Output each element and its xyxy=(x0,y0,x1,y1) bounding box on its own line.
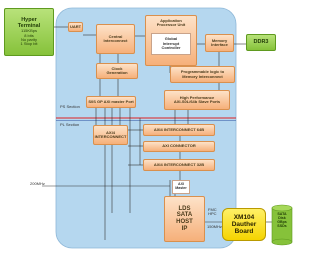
gp-master-port-label: S0S GP AXI master Port xyxy=(88,98,134,104)
axi-connector-block: AXI CONNECTOR xyxy=(143,141,215,152)
ddr3-block: DDR3 xyxy=(246,34,276,51)
clock-generation-label: Clock Generation xyxy=(106,65,128,75)
axi-master-block: AXI Master xyxy=(172,180,190,194)
axi4-interconnect-32-label: AXI4 INTERCONNECT 32B xyxy=(153,161,205,167)
high-performance-block: High Performance AXI-S0L/64b Slave Ports xyxy=(164,90,230,110)
application-processor-label: Application Processor Unit xyxy=(156,18,186,28)
axi4-interconnect-left-block: AXI4 INTERCONNECT xyxy=(93,125,128,145)
hyper-terminal-box: Hyper Terminal 115KBps 8 bits No parity … xyxy=(4,8,54,56)
lds-sata-host-label: LDS SATA HOST IP xyxy=(176,205,193,232)
sata-disk-label: SATA Disk GBps SSDs xyxy=(277,212,287,228)
memory-interface-block: Memory Interface xyxy=(205,34,234,52)
axi-master-label: AXI Master xyxy=(175,182,187,190)
prog-logic-memory-label: Programmable logic to Memory Interconnec… xyxy=(180,69,225,79)
lds-sata-host-block: LDS SATA HOST IP xyxy=(164,196,205,242)
uart-label: UART xyxy=(69,23,82,29)
hyper-terminal-title: Hyper Terminal xyxy=(17,17,41,30)
xm104-board-label: XM104 Dauther Board xyxy=(231,213,257,236)
axi4-interconnect-64-label: AXI4 INTERCONNECT 64B xyxy=(153,126,205,132)
global-interrupt-block: Global Interrupt Controller xyxy=(151,32,191,55)
sata-disk-cylinder xyxy=(271,204,293,246)
memory-interface-label: Memory Interface xyxy=(211,37,228,47)
application-processor-block: Application Processor Unit Global Interr… xyxy=(145,15,197,66)
ps-section-label: PS Section xyxy=(60,104,80,109)
fmc-hpc-label: FMC HPC xyxy=(208,207,217,217)
clock-frequency-label: 200MHz xyxy=(30,181,45,186)
xm104-board-block: XM104 Dauther Board xyxy=(222,208,266,241)
gp-master-port-block: S0S GP AXI master Port xyxy=(86,96,136,108)
prog-logic-memory-block: Programmable logic to Memory Interconnec… xyxy=(170,66,235,83)
pl-section-label: PL Section xyxy=(60,122,80,127)
axi-connector-label: AXI CONNECTOR xyxy=(162,143,196,149)
uart-block: UART xyxy=(68,22,83,32)
high-performance-label: High Performance AXI-S0L/64b Slave Ports xyxy=(173,94,221,104)
speed-label: 150MHz xyxy=(207,224,222,229)
axi4-interconnect-left-label: AXI4 INTERCONNECT xyxy=(94,129,127,139)
central-interconnect-label: Central Interconnect xyxy=(103,33,128,43)
axi4-interconnect-32-block: AXI4 INTERCONNECT 32B xyxy=(143,159,215,171)
global-interrupt-label: Global Interrupt Controller xyxy=(161,36,181,50)
ddr3-label: DDR3 xyxy=(253,39,269,46)
clock-generation-block: Clock Generation xyxy=(96,63,138,79)
axi4-interconnect-64-block: AXI4 INTERCONNECT 64B xyxy=(143,124,215,136)
hyper-terminal-details: 115KBps 8 bits No parity 1 Stop bit xyxy=(20,28,38,47)
central-interconnect-block: Central Interconnect xyxy=(96,24,135,54)
